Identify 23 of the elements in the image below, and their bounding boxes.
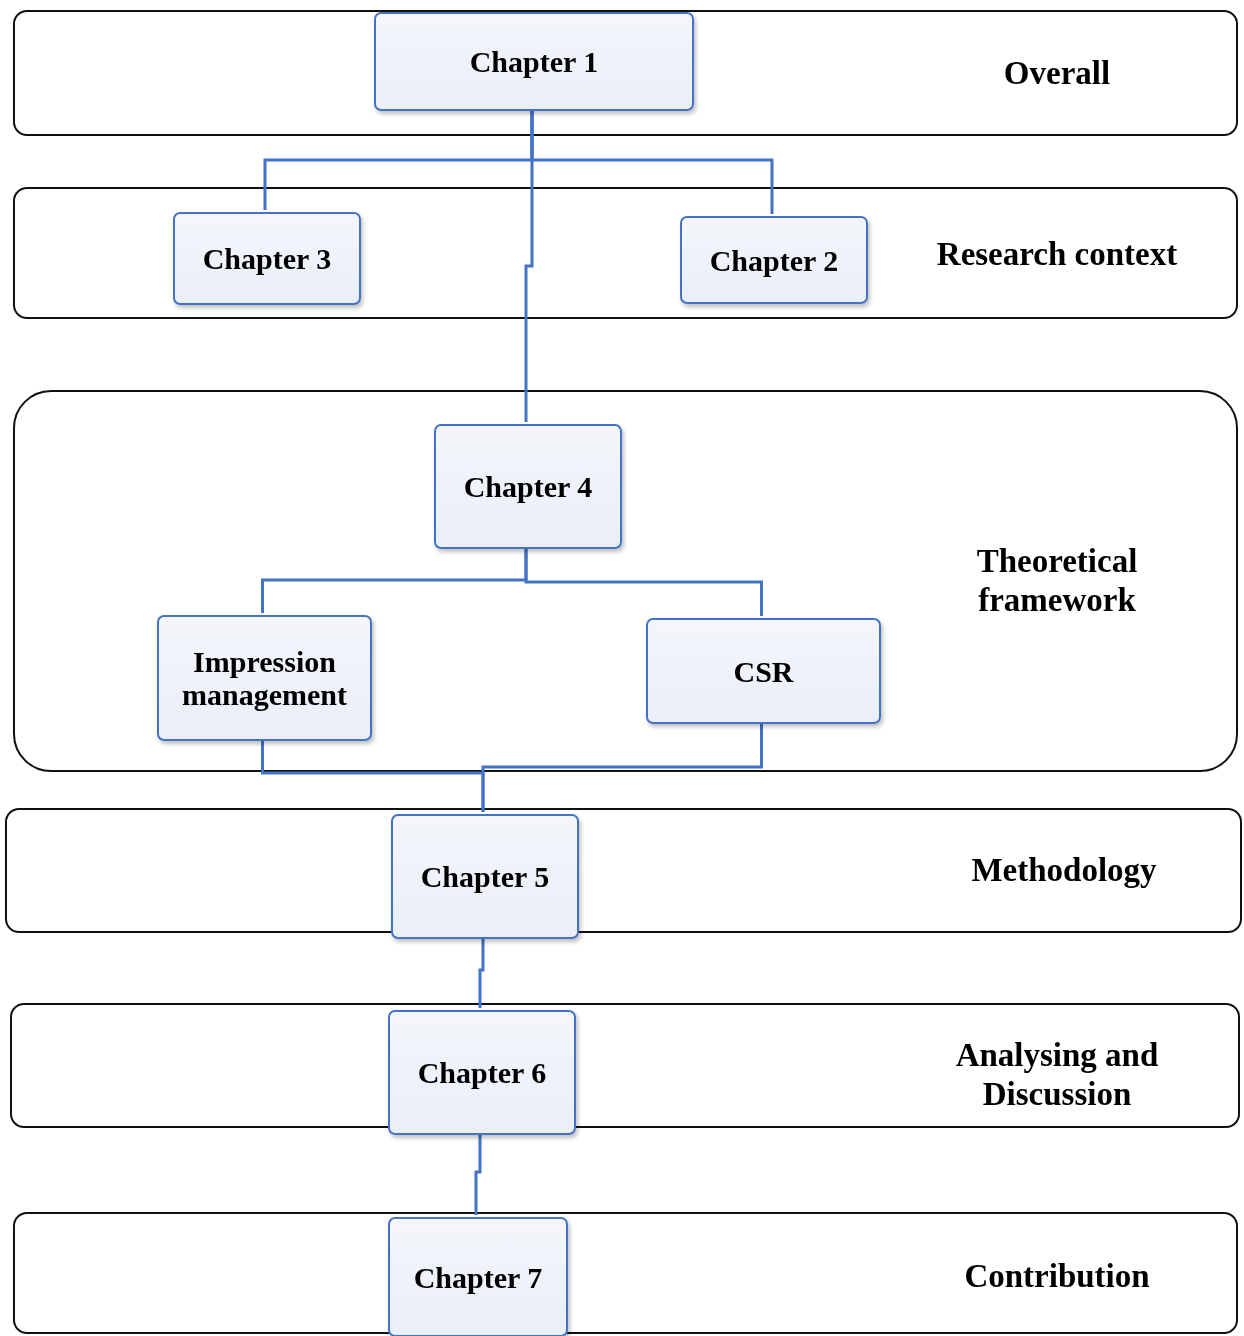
chapter-box: Chapter 1 bbox=[374, 12, 694, 111]
section-title: Overall bbox=[1002, 54, 1112, 93]
section-title: Research context bbox=[935, 235, 1179, 274]
section-band bbox=[13, 187, 1238, 319]
connector-line bbox=[474, 1133, 482, 1215]
section-title: Contribution bbox=[963, 1257, 1151, 1296]
section-band bbox=[13, 1212, 1238, 1334]
connector-line bbox=[524, 547, 763, 616]
chapter-box: Chapter 4 bbox=[434, 424, 622, 549]
section-band bbox=[13, 390, 1238, 772]
chapter-box: Chapter 5 bbox=[391, 814, 579, 939]
chapter-box: Impression management bbox=[157, 615, 372, 741]
chapter-box: Chapter 2 bbox=[680, 216, 868, 304]
connector-line bbox=[524, 109, 534, 422]
section-title: Analysing and Discussion bbox=[954, 1036, 1160, 1114]
chapter-box: Chapter 3 bbox=[173, 212, 361, 305]
chapter-box: Chapter 7 bbox=[388, 1217, 568, 1336]
section-band bbox=[13, 10, 1238, 136]
chapter-box: Chapter 6 bbox=[388, 1010, 576, 1135]
chapter-box: CSR bbox=[646, 618, 881, 724]
section-title: Methodology bbox=[970, 851, 1158, 890]
connector-line bbox=[478, 937, 485, 1008]
section-title: Theoretical framework bbox=[975, 542, 1139, 620]
